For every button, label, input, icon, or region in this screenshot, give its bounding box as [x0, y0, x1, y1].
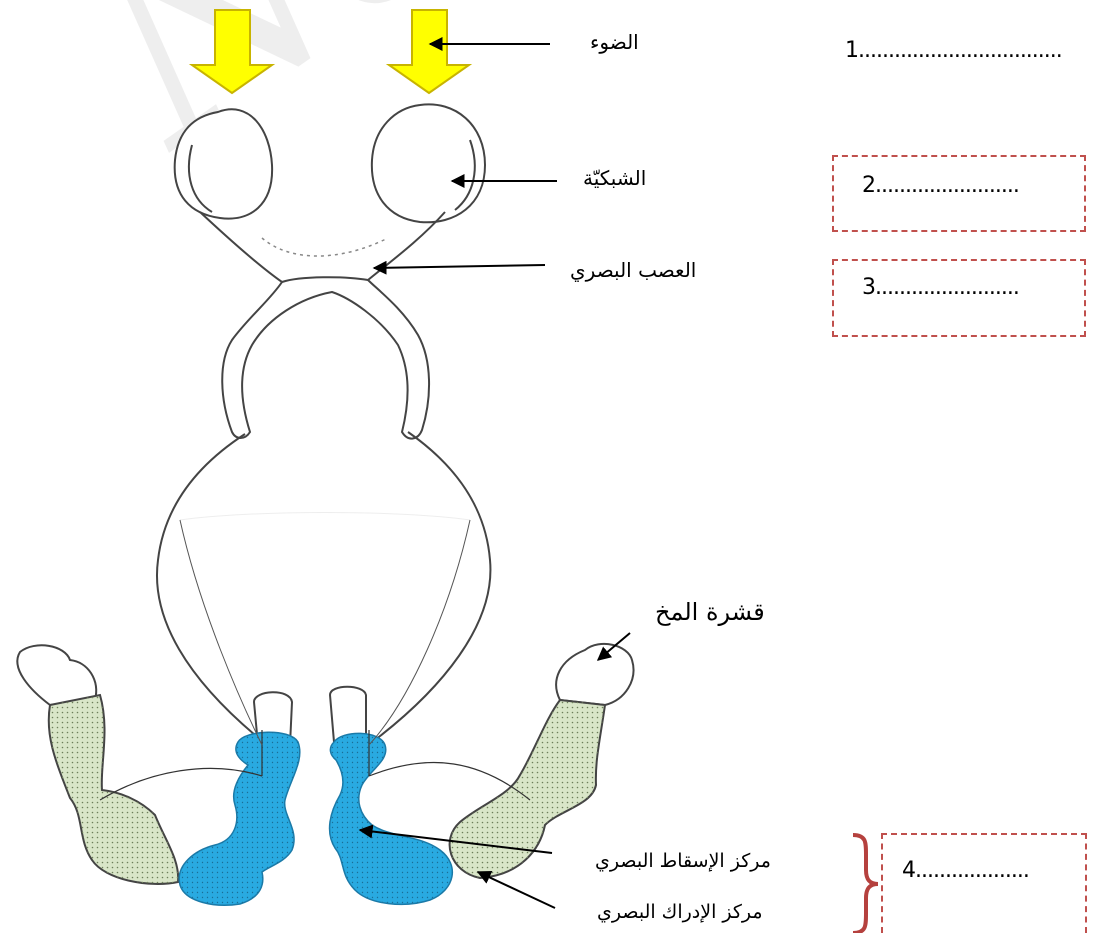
curly-brace [853, 835, 878, 933]
optic-pathway [200, 212, 445, 439]
cortex-right-top [556, 644, 633, 705]
cortex-left-top [17, 645, 96, 705]
label-projection-center: مركز الإسقاط البصري [595, 850, 771, 872]
label-light: الضوء [590, 30, 639, 54]
answer-1[interactable]: 1.................................. [845, 38, 1062, 63]
answer-3[interactable]: 3........................ [862, 275, 1019, 300]
label-perception-center: مركز الإدراك البصري [597, 901, 763, 923]
eye-right [372, 104, 485, 222]
label-optic-nerve: العصب البصري [570, 258, 696, 282]
pointer-perception [478, 872, 555, 908]
label-cortex: قشرة المخ [655, 598, 765, 626]
answer-4[interactable]: 4................... [902, 858, 1029, 883]
light-arrow-left [192, 10, 272, 93]
pointer-optic-nerve [374, 265, 545, 268]
answer-box-4 [881, 833, 1087, 933]
brain-midsection [157, 432, 490, 740]
answer-2[interactable]: 2........................ [862, 173, 1019, 198]
light-arrow-right [389, 10, 469, 93]
label-retina: الشبكيّة [583, 166, 646, 190]
